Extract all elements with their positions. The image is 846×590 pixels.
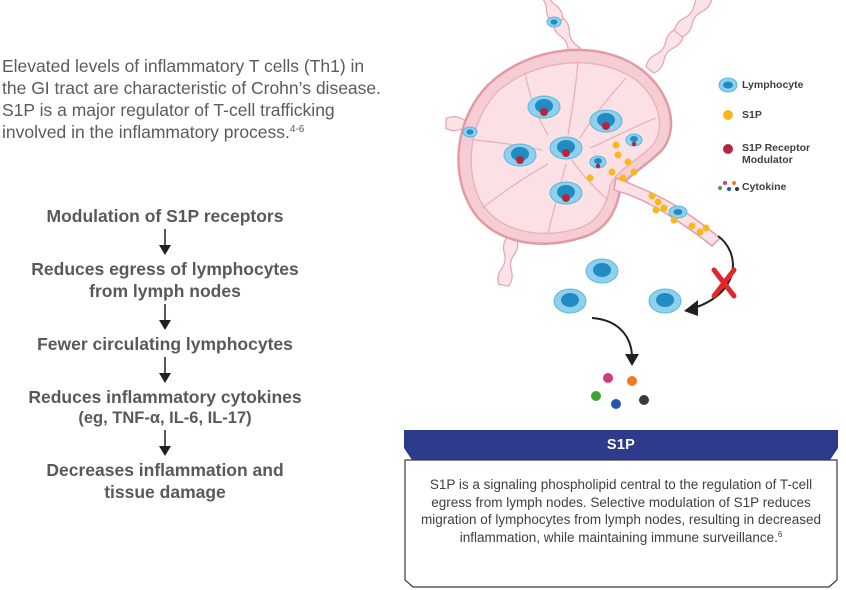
circulating-lymphocytes <box>553 258 682 314</box>
lymphocyte-small <box>625 133 643 147</box>
modulator-dot-icon <box>723 144 733 154</box>
lymphocyte <box>549 181 583 205</box>
lymphocyte <box>553 288 587 314</box>
lymphocyte-in-vessel <box>462 126 478 138</box>
down-arrow-icon <box>159 430 171 456</box>
afferent-vessel <box>496 236 520 288</box>
intro-reference: 4-6 <box>289 124 305 135</box>
lymphocyte-in-vessel <box>668 205 688 219</box>
down-arrow-icon <box>159 304 171 330</box>
lymphocyte-small <box>589 155 607 169</box>
intro-text: Elevated levels of inflammatory T cells … <box>2 56 382 142</box>
info-box-title: S1P <box>606 437 636 453</box>
legend-label: Cytokine <box>742 181 787 193</box>
lymphocyte-icon <box>718 77 738 93</box>
flow-step-text: Fewer circulating lymphocytes <box>37 334 293 354</box>
legend-label: S1P <box>742 109 762 121</box>
s1p-dot-icon <box>723 110 733 120</box>
lymphocyte <box>549 136 583 160</box>
lymphocyte <box>648 288 682 314</box>
flow-step-text: Modulation of S1P receptors <box>46 206 284 226</box>
mechanism-flowchart: Modulation of S1P receptors Reduces egre… <box>0 205 330 503</box>
flow-step-text: Decreases inflammation and <box>46 460 284 480</box>
flow-step-egress: Reduces egress of lymphocytes from lymph… <box>0 258 330 302</box>
s1p-molecules <box>586 141 710 236</box>
legend-label-line: Modulator <box>742 154 793 166</box>
flow-step-text: from lymph nodes <box>89 281 241 301</box>
flow-step-text: tissue damage <box>104 482 226 502</box>
legend-label: Lymphocyte <box>742 79 804 91</box>
lymphocytes <box>462 16 688 219</box>
arrowhead-icon <box>684 300 698 316</box>
legend-label-line: S1P Receptor <box>742 142 811 154</box>
cytokines <box>591 373 649 409</box>
afferent-vessel <box>643 0 714 75</box>
arrowhead-icon <box>625 354 639 366</box>
lymphocyte <box>527 95 561 119</box>
flow-step-cytokines: Reduces inflammatory cytokines (eg, TNF-… <box>0 386 330 428</box>
lymphocyte <box>503 143 537 167</box>
cytokine-dots-icon <box>718 181 739 191</box>
flow-step-circulating: Fewer circulating lymphocytes <box>0 333 330 355</box>
info-box-text: S1P is a signaling phospholipid central … <box>421 477 821 545</box>
down-arrow-icon <box>159 357 171 383</box>
lymph-node-illustration <box>445 0 737 409</box>
block-x-icon <box>711 267 737 299</box>
flow-step-text: Reduces inflammatory cytokines <box>28 387 302 407</box>
s1p-info-box: S1P S1P is a signaling phospholipid cent… <box>404 430 838 588</box>
info-box-frame <box>404 430 838 588</box>
info-box-body: S1P is a signaling phospholipid central … <box>418 476 824 546</box>
intro-paragraph: Elevated levels of inflammatory T cells … <box>2 55 382 143</box>
flow-step-modulation: Modulation of S1P receptors <box>0 205 330 227</box>
lymphocyte <box>589 109 623 133</box>
lymphocyte <box>585 258 619 284</box>
info-box-reference: 6 <box>777 529 783 539</box>
flow-step-text: Reduces egress of lymphocytes <box>31 259 299 279</box>
down-arrow-icon <box>159 229 171 255</box>
flow-step-detail: (eg, TNF-α, IL-6, IL-17) <box>78 409 252 427</box>
efferent-vessel <box>613 177 722 247</box>
flow-step-inflammation: Decreases inflammation and tissue damage <box>0 459 330 503</box>
lymphocyte-in-vessel <box>546 16 562 28</box>
cytokine-arrow <box>591 317 633 359</box>
